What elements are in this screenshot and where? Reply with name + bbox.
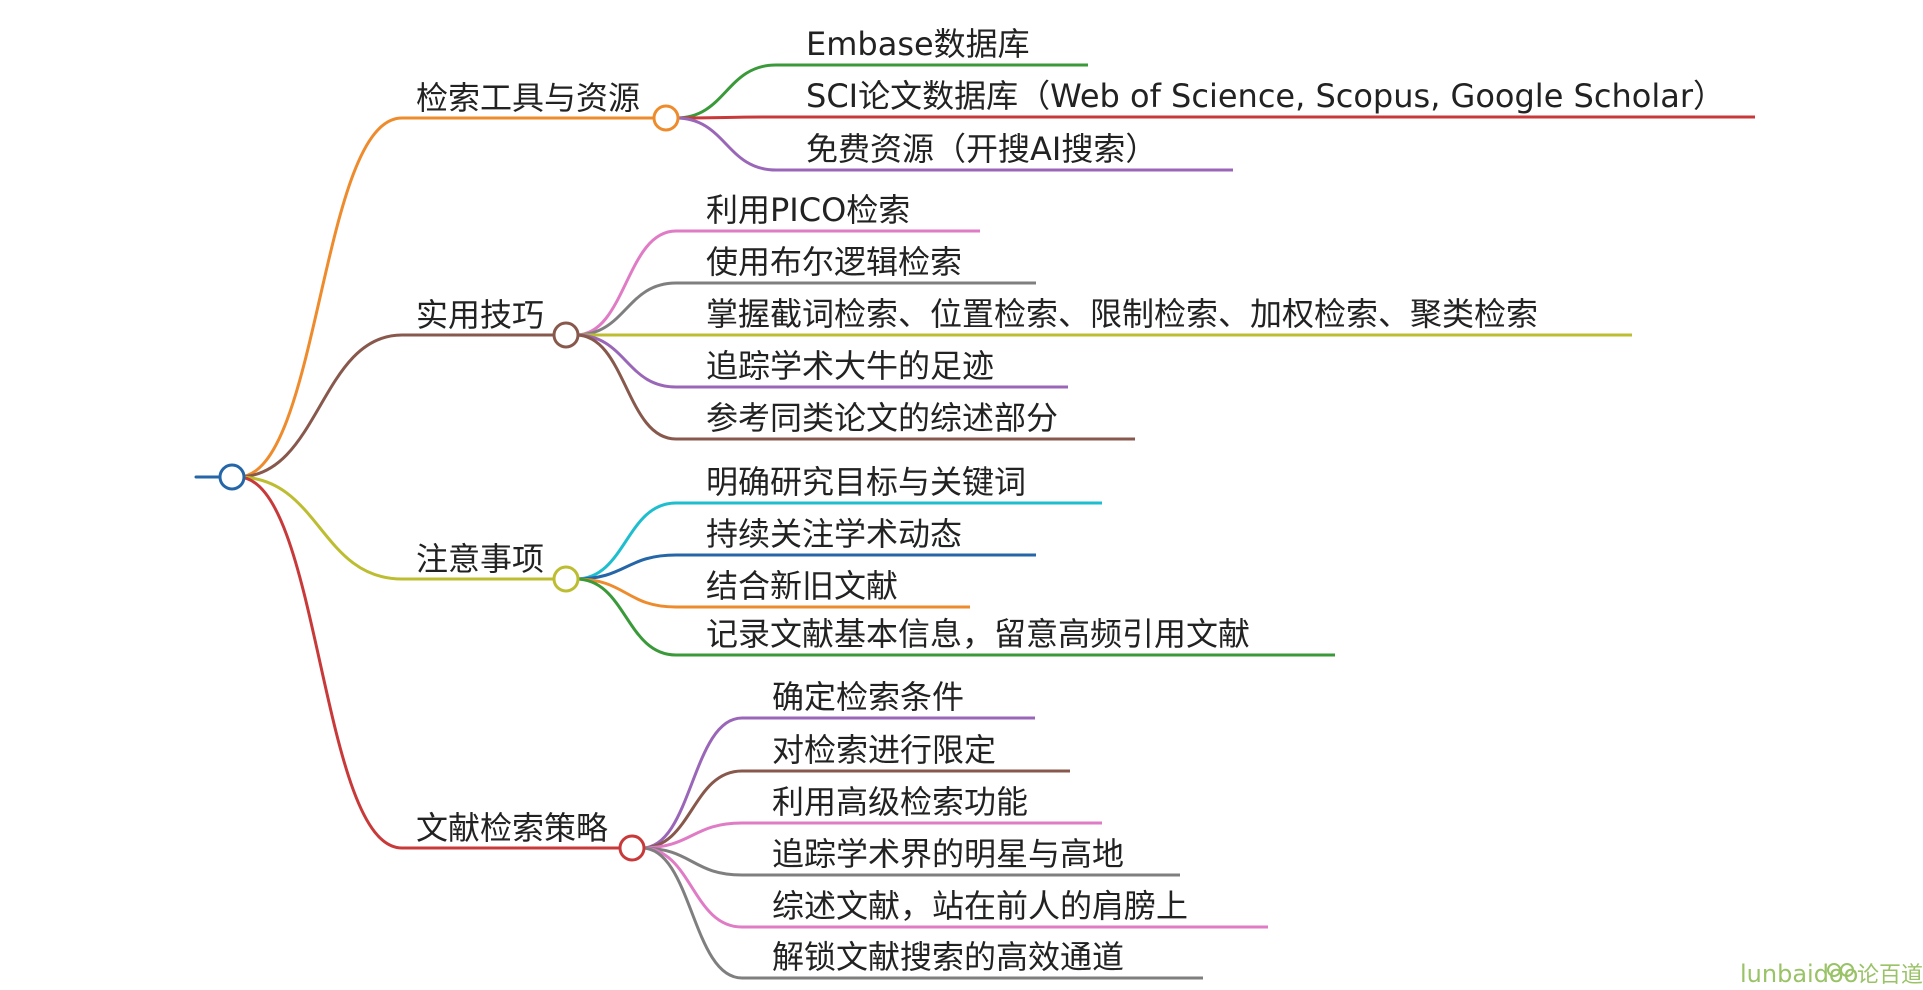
branch-4-label: 文献检索策略 xyxy=(416,809,608,847)
branch-3-child-4-connector xyxy=(575,577,677,657)
branch-2-connector xyxy=(237,333,403,479)
branch-1-child-3-label: 免费资源（开搜AI搜索） xyxy=(806,130,1157,168)
branch-1-child-1-label: Embase数据库 xyxy=(806,25,1030,63)
branch-1-connector xyxy=(237,116,403,479)
branch-3-child-1-connector xyxy=(575,501,677,581)
branch-2-child-2-connector xyxy=(575,281,677,337)
branch-4-child-1-label: 确定检索条件 xyxy=(772,678,964,716)
branch-3-child-3-label: 结合新旧文献 xyxy=(706,567,898,605)
watermark-brand: lunbaidoo xyxy=(1740,960,1858,988)
branch-4-child-1-connector xyxy=(641,716,743,850)
watermark: lunbaidoo 论百道 xyxy=(1740,960,1923,988)
branch-4-child-2-connector xyxy=(641,769,743,850)
branch-2-child-5-label: 参考同类论文的综述部分 xyxy=(706,399,1058,437)
branch-4-child-4-label: 追踪学术界的明星与高地 xyxy=(772,835,1124,873)
branch-1-child-3-connector xyxy=(675,116,777,172)
branch-4-connector xyxy=(237,475,403,850)
watermark-text: 论百道 xyxy=(1857,963,1923,988)
branch-2-child-5-connector xyxy=(575,333,677,441)
branch-1-child-1-connector xyxy=(675,63,777,120)
watermark-eye-icon-2 xyxy=(1840,963,1854,977)
branch-4-child-5-label: 综述文献，站在前人的肩膀上 xyxy=(772,887,1188,925)
branch-3-child-2-connector xyxy=(575,553,677,581)
branch-4-node[interactable] xyxy=(618,834,646,862)
branch-1-node[interactable] xyxy=(652,104,680,132)
branch-1-label: 检索工具与资源 xyxy=(416,79,640,117)
branch-3-node[interactable] xyxy=(552,565,580,593)
branch-3-child-2-label: 持续关注学术动态 xyxy=(706,515,962,553)
branch-2-child-3-label: 掌握截词检索、位置检索、限制检索、加权检索、聚类检索 xyxy=(706,295,1538,333)
branch-1-child-2-connector xyxy=(675,115,777,120)
branch-2-label: 实用技巧 xyxy=(416,296,544,334)
branch-4-child-4-connector xyxy=(641,846,743,877)
branch-2-child-1-connector xyxy=(575,229,677,337)
branch-4-child-2-label: 对检索进行限定 xyxy=(772,731,996,769)
branch-4-child-6-connector xyxy=(641,846,743,980)
branch-2-node[interactable] xyxy=(552,321,580,349)
branch-3-child-4-label: 记录文献基本信息，留意高频引用文献 xyxy=(706,615,1250,653)
branch-3-label: 注意事项 xyxy=(416,540,544,578)
branch-1-child-2-label: SCI论文数据库（Web of Science, Scopus, Google … xyxy=(806,77,1725,115)
mind-map-nodes: 检索工具与资源 Embase数据库 SCI论文数据库（Web of Science,… xyxy=(218,25,1725,976)
mind-map-links xyxy=(194,63,1755,980)
branch-2-child-2-label: 使用布尔逻辑检索 xyxy=(706,243,962,281)
branch-4-child-3-connector xyxy=(641,821,743,850)
branch-2-child-4-label: 追踪学术大牛的足迹 xyxy=(706,347,994,385)
branch-3-child-1-label: 明确研究目标与关键词 xyxy=(706,463,1026,501)
branch-2-child-4-connector xyxy=(575,333,677,389)
branch-2-child-1-label: 利用PICO检索 xyxy=(706,191,910,229)
branch-3-connector xyxy=(237,475,403,581)
branch-4-child-6-label: 解锁文献搜索的高效通道 xyxy=(772,938,1124,976)
branch-4-child-3-label: 利用高级检索功能 xyxy=(772,783,1028,821)
root-node[interactable] xyxy=(218,463,246,491)
